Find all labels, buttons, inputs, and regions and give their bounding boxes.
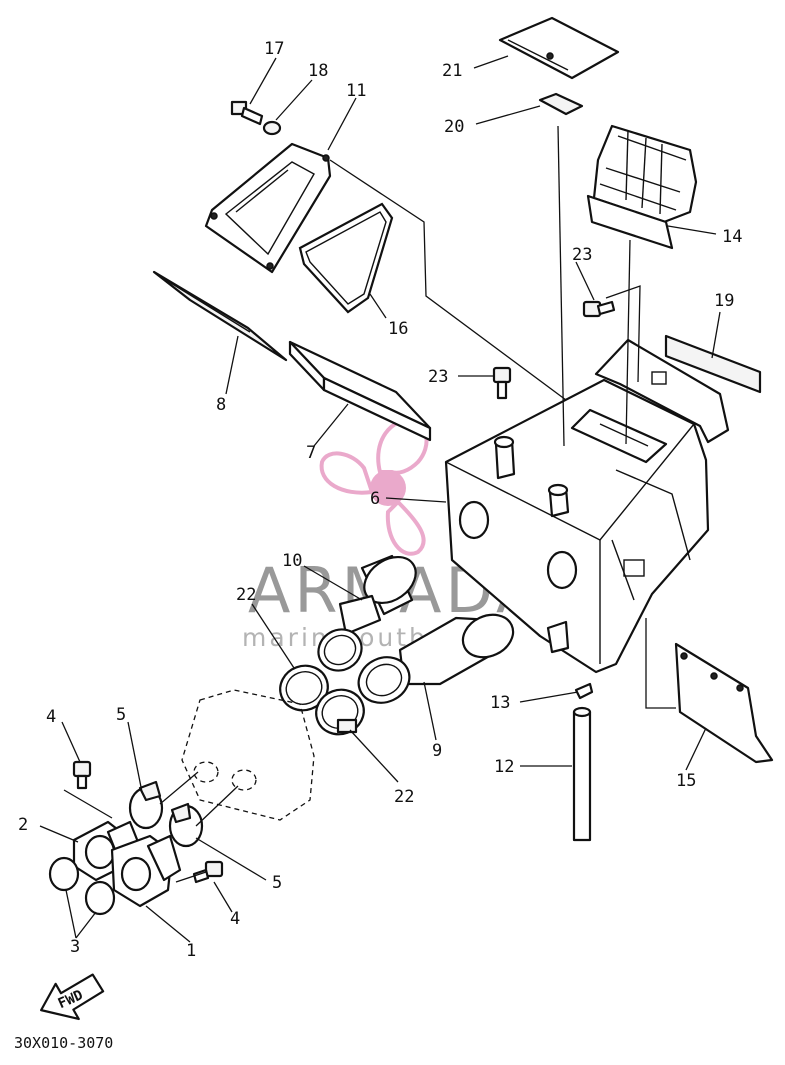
propeller-logo-icon [319, 417, 429, 556]
part-12-drain-hose [572, 706, 592, 842]
part-18-washer [262, 120, 282, 136]
callout-19: 19 [714, 291, 734, 311]
part-10-joint [317, 554, 417, 672]
callout-1: 1 [186, 941, 196, 961]
part-6-air-box [444, 338, 730, 674]
callout-10: 10 [282, 551, 302, 571]
part-4-bolt-b [192, 860, 224, 884]
callout-16: 16 [388, 319, 408, 339]
part-8-filter-pad [152, 270, 288, 362]
callout-5-bottom: 5 [272, 873, 282, 893]
part-5-clamp-b [168, 802, 204, 848]
callout-23-top: 23 [572, 245, 592, 265]
callout-6: 6 [370, 489, 380, 509]
callout-20: 20 [444, 117, 464, 137]
callout-labels: 17 18 11 21 20 14 23 19 16 23 8 7 6 10 2… [18, 39, 742, 961]
part-20-pad [538, 92, 584, 116]
part-15-side-cover [674, 642, 774, 764]
part-3-oring-b [84, 880, 116, 916]
callout-4-bottom: 4 [230, 909, 240, 929]
part-9-joint [357, 613, 515, 704]
diagram-code: 30X010-3070 [14, 1034, 113, 1052]
callout-7: 7 [306, 443, 316, 463]
callout-22-bottom: 22 [394, 787, 414, 807]
callout-4-top: 4 [46, 707, 56, 727]
callout-21: 21 [442, 61, 462, 81]
part-7-filter-element [288, 340, 432, 442]
part-21-cover-plate [498, 16, 620, 80]
part-3-oring-a [48, 856, 80, 892]
callout-22-left: 22 [236, 585, 256, 605]
leader-lines [39, 55, 721, 943]
part-16-seal [298, 202, 394, 314]
callout-12: 12 [494, 757, 514, 777]
part-22-clamp-b [315, 688, 365, 736]
part-22-clamp-a [279, 664, 329, 712]
callout-11: 11 [346, 81, 366, 101]
callout-8: 8 [216, 395, 226, 415]
part-14-intake-duct [586, 124, 698, 250]
part-17-bolt [230, 100, 264, 126]
callout-3: 3 [70, 937, 80, 957]
callout-15: 15 [676, 771, 696, 791]
callout-18: 18 [308, 61, 328, 81]
callout-13: 13 [490, 693, 510, 713]
callout-2: 2 [18, 815, 28, 835]
part-23-bolt-a [492, 366, 512, 400]
part-23-bolt-b [582, 300, 616, 318]
callout-14: 14 [722, 227, 742, 247]
callout-9: 9 [432, 741, 442, 761]
engine-outline [181, 689, 315, 821]
part-11-filter-frame [204, 142, 332, 274]
part-19-foam-strip [664, 334, 762, 394]
part-4-bolt-a [72, 760, 92, 790]
callout-5-top: 5 [116, 705, 126, 725]
callout-17: 17 [264, 39, 284, 59]
fwd-arrow-icon: FWD [40, 973, 105, 1021]
part-13-clip [574, 682, 594, 700]
part-1-manifold [110, 834, 182, 908]
part-5-clamp-a [128, 780, 164, 830]
callout-23-mid: 23 [428, 367, 448, 387]
